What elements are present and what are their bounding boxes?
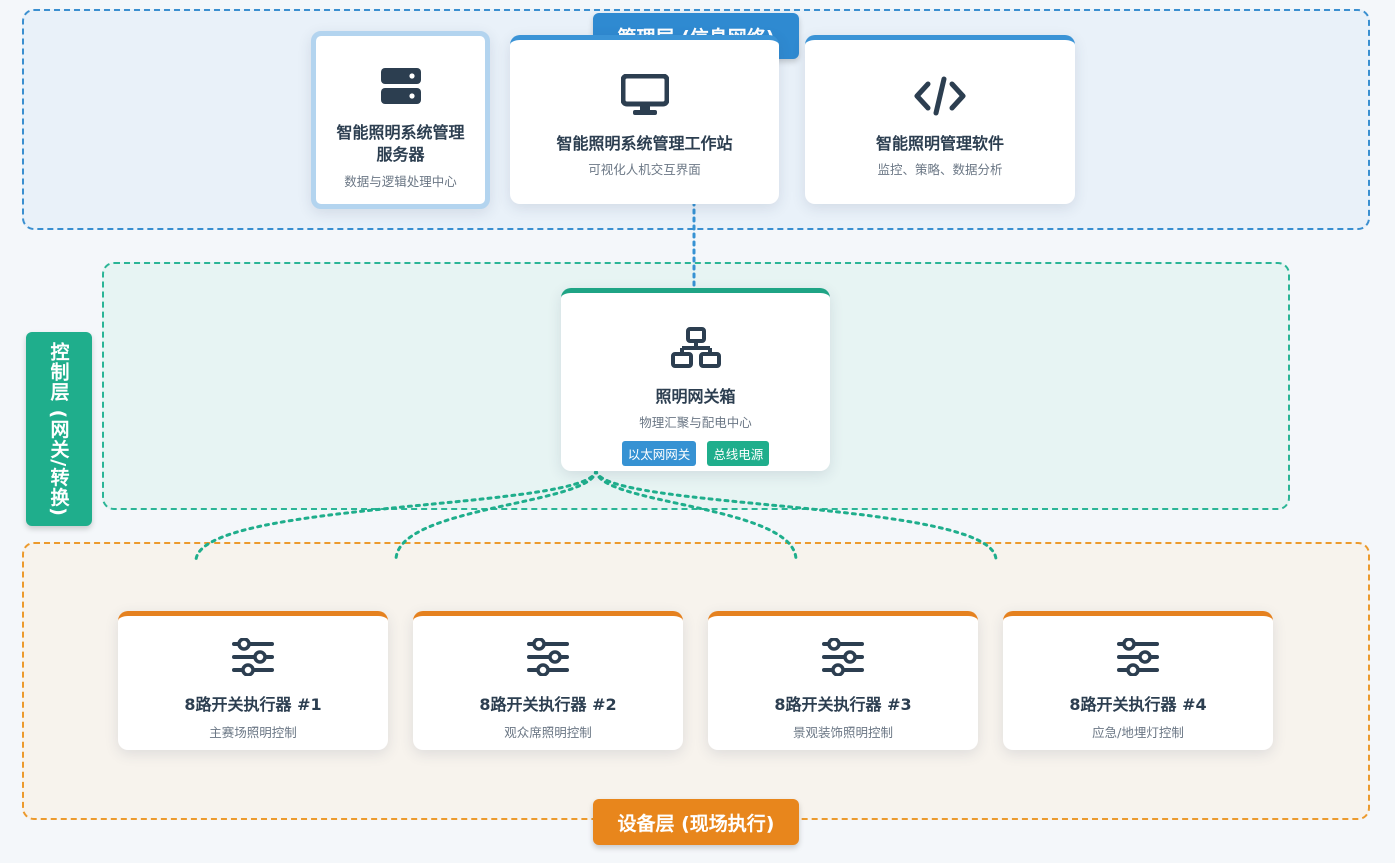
actuator-title: 8路开关执行器 #2 [479,695,617,714]
device-layer-title: 设备层 (现场执行) [593,799,799,845]
software-title: 智能照明管理软件 [875,134,1004,153]
actuator-subtitle: 观众席照明控制 [504,725,592,740]
ethernet-gateway-badge: 以太网网关 [621,441,697,466]
gateway-title: 照明网关箱 [655,387,736,406]
sliders-icon [118,638,388,676]
actuator-title: 8路开关执行器 #4 [1069,695,1207,714]
gateway-badges: 以太网网关 总线电源 [561,441,830,466]
workstation-card[interactable]: 智能照明系统管理工作站 可视化人机交互界面 [510,35,779,204]
workstation-title: 智能照明系统管理工作站 [556,134,733,153]
gateway-card[interactable]: 照明网关箱 物理汇聚与配电中心 以太网网关 总线电源 [561,288,830,471]
switch-actuator-card[interactable]: 8路开关执行器 #4 应急/地埋灯控制 [1003,611,1273,750]
code-icon [805,76,1075,116]
software-subtitle: 监控、策略、数据分析 [877,162,1003,177]
server-title: 智能照明系统管理服务器 [336,123,465,164]
server-icon [316,66,485,106]
software-card[interactable]: 智能照明管理软件 监控、策略、数据分析 [805,35,1075,204]
gateway-subtitle: 物理汇聚与配电中心 [639,415,752,430]
actuator-subtitle: 应急/地埋灯控制 [1092,725,1184,740]
switch-actuator-card[interactable]: 8路开关执行器 #2 观众席照明控制 [413,611,683,750]
actuator-title: 8路开关执行器 #1 [184,695,322,714]
server-subtitle: 数据与逻辑处理中心 [344,174,457,189]
switch-actuator-card[interactable]: 8路开关执行器 #1 主赛场照明控制 [118,611,388,750]
workstation-subtitle: 可视化人机交互界面 [588,162,701,177]
actuator-title: 8路开关执行器 #3 [774,695,912,714]
sliders-icon [1003,638,1273,676]
actuator-subtitle: 景观装饰照明控制 [792,725,893,740]
server-card[interactable]: 智能照明系统管理服务器 数据与逻辑处理中心 [311,31,490,209]
sliders-icon [708,638,978,676]
network-icon [561,327,830,369]
sliders-icon [413,638,683,676]
switch-actuator-card[interactable]: 8路开关执行器 #3 景观装饰照明控制 [708,611,978,750]
monitor-icon [510,74,779,116]
control-layer-title: 控制层 (网关/转换) [26,332,92,526]
actuator-subtitle: 主赛场照明控制 [209,725,297,740]
bus-power-badge: 总线电源 [707,441,770,466]
